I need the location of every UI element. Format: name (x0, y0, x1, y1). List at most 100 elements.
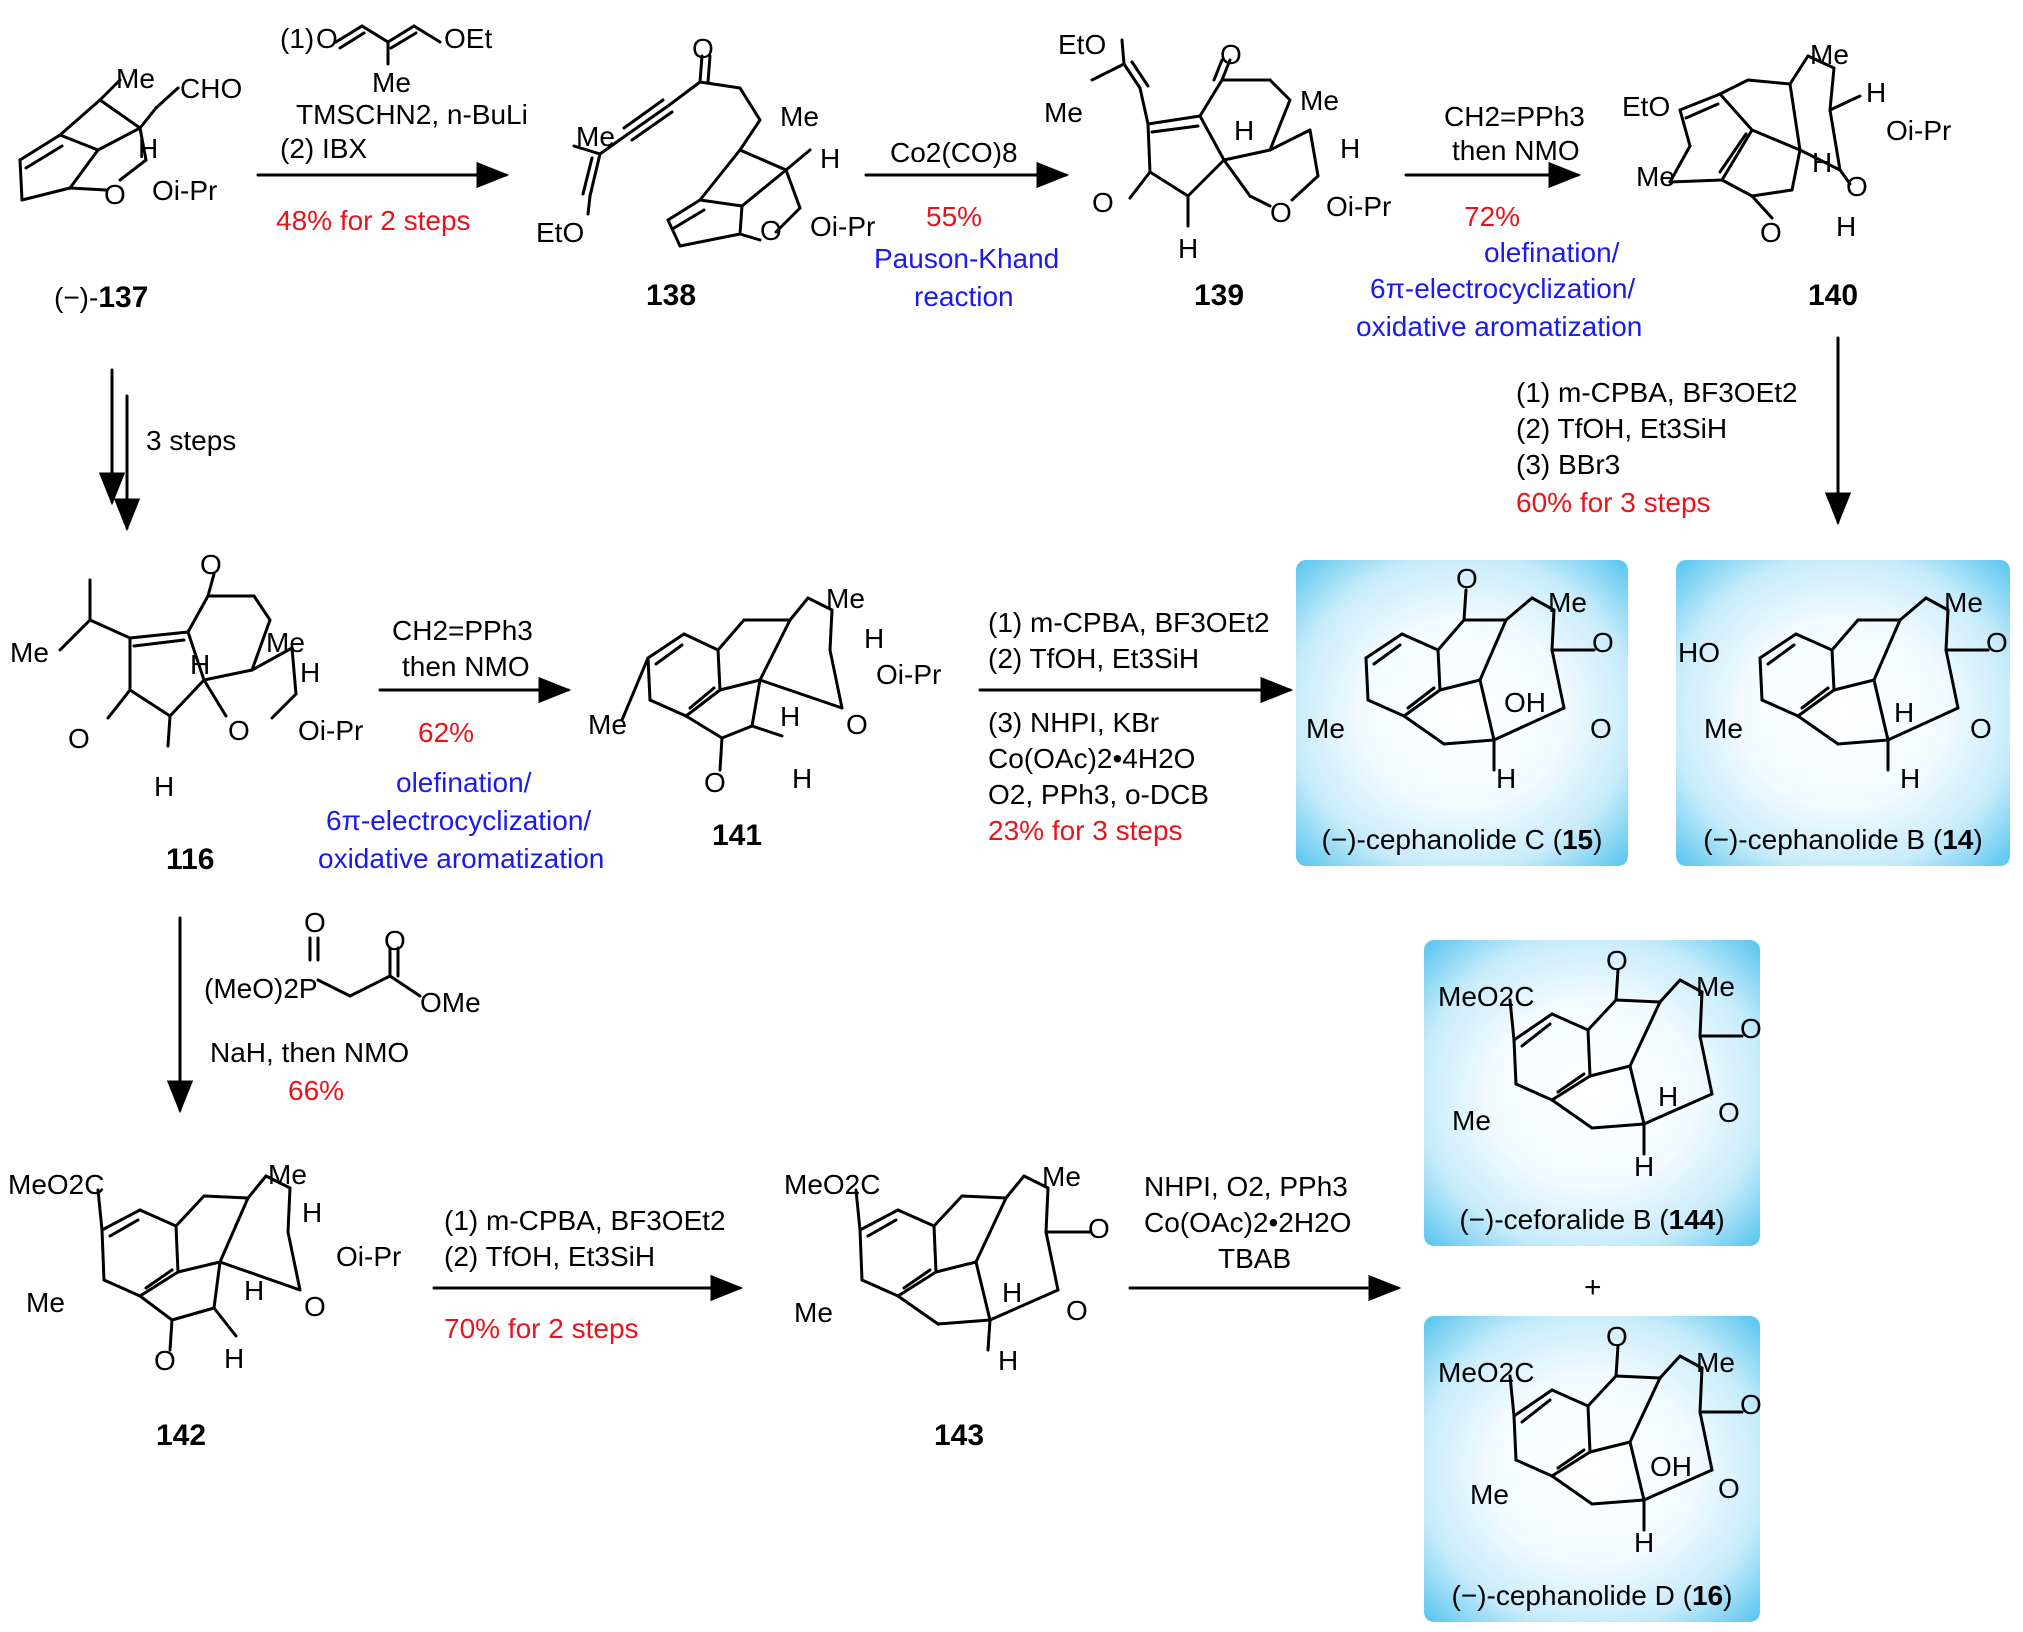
reagent-step-4-line-3: (3) BBr3 (1516, 449, 1621, 480)
atom-o: O (704, 767, 726, 798)
atom-h: H (792, 763, 813, 794)
atom-me: Me (588, 709, 627, 740)
reagent-step-7-line-1: (1) m-CPBA, BF3OEt2 (988, 607, 1270, 638)
atom-me: Me (576, 121, 615, 152)
atom-h: H (1836, 211, 1857, 242)
structure-142 (96, 1174, 302, 1352)
atom-meo2c: MeO2C (8, 1169, 105, 1200)
reagent-step-1-line-2: (2) IBX (280, 133, 368, 164)
atom-me: Me (826, 583, 865, 614)
atom-h: H (1002, 1277, 1023, 1308)
atom-me: Me (26, 1287, 65, 1318)
atom-o: O (760, 215, 782, 246)
atom-me: Me (1306, 713, 1345, 744)
atom-h: H (864, 623, 885, 654)
atom-me: Me (1548, 587, 1587, 618)
atom-o: O (1740, 1013, 1762, 1044)
atom-oipr: Oi-Pr (876, 659, 942, 690)
atom-h: H (998, 1345, 1019, 1376)
atom-ho: HO (1678, 637, 1720, 668)
atom-o: O (692, 33, 714, 64)
structure-138 (572, 54, 812, 248)
compound-label-139: 139 (1194, 279, 1245, 312)
reagent-step-10-line-3: TBAB (1218, 1243, 1292, 1274)
atom-o: O (1740, 1389, 1762, 1420)
atom-o: O (1456, 563, 1478, 594)
atom-me: Me (1452, 1105, 1491, 1136)
compound-label-142: 142 (156, 1419, 207, 1452)
atom-h: H (138, 133, 159, 164)
product-name-cephanolide-b: (−)-cephanolide B (14) (1703, 824, 1983, 855)
atom-me: Me (372, 67, 411, 98)
atom-h: H (154, 771, 175, 802)
structure-143 (854, 1174, 1092, 1352)
atom-h: H (820, 143, 841, 174)
atom-o: O (1846, 171, 1868, 202)
atom-eto: EtO (536, 217, 585, 248)
yield-step-9: 70% for 2 steps (444, 1313, 639, 1344)
atom-oh: OH (1504, 687, 1546, 718)
note-step-3-line-1: olefination/ (1484, 237, 1620, 268)
atom-o: O (200, 549, 222, 580)
structure-116 (58, 572, 298, 748)
atom-me: Me (10, 637, 49, 668)
reagent-step-10-line-1: NHPI, O2, PPh3 (1144, 1171, 1348, 1202)
compound-label-116: 116 (166, 843, 215, 876)
atom-h: H (1496, 763, 1517, 794)
phosphonate-reagent-structure (308, 936, 422, 998)
structure-15 (1364, 588, 1596, 772)
atom-h: H (190, 649, 211, 680)
compound-label-143: 143 (934, 1419, 985, 1452)
atom-h: H (1894, 697, 1915, 728)
atom-oipr: Oi-Pr (152, 175, 218, 206)
product-box-cephanolide-d: (−)-cephanolide D (16) (1424, 1316, 1760, 1622)
atom-o: O (1270, 197, 1292, 228)
reagent-step-8-phosphonate: (MeO)2P (204, 973, 318, 1004)
product-name-cephanolide-c: (−)-cephanolide C (15) (1321, 824, 1603, 855)
product-box-cephanolide-c: (−)-cephanolide C (15) (1296, 560, 1628, 866)
reagent-step-4-line-1: (1) m-CPBA, BF3OEt2 (1516, 377, 1798, 408)
atom-oipr: Oi-Pr (1886, 115, 1952, 146)
yield-step-8: 66% (288, 1075, 345, 1106)
atom-me: Me (266, 627, 305, 658)
atom-h: H (1658, 1081, 1679, 1112)
note-step-3-line-3: oxidative aromatization (1356, 311, 1643, 342)
product-box-cephanolide-b: (−)-cephanolide B (14) (1676, 560, 2010, 866)
reagent-step-7-line-2: (2) TfOH, Et3SiH (988, 643, 1200, 674)
atom-o: O (1760, 217, 1782, 248)
note-step-6-line-3: oxidative aromatization (318, 843, 605, 874)
atom-me: Me (780, 101, 819, 132)
yield-step-6: 62% (418, 717, 475, 748)
reagent-step-7-line-3: (3) NHPI, KBr (988, 707, 1160, 738)
reagent-step-8-o: O (384, 925, 406, 956)
compound-label-140: 140 (1808, 279, 1859, 312)
structure-14 (1758, 596, 1990, 772)
atom-h: H (1812, 147, 1833, 178)
reagent-step-8-line-1: NaH, then NMO (210, 1037, 410, 1068)
plus-sign: + (1584, 1271, 1602, 1304)
atom-o: O (1986, 627, 2008, 658)
reagent-step-8-ome: OMe (420, 987, 481, 1018)
atom-me: Me (116, 63, 155, 94)
atom-o: O (1220, 39, 1242, 70)
atom-me: Me (1696, 971, 1735, 1002)
compound-label-137: (−)-137 (54, 281, 149, 314)
compound-label-138: 138 (646, 279, 697, 312)
note-step-6-line-1: olefination/ (396, 767, 532, 798)
atom-h: H (1634, 1151, 1655, 1182)
compound-label-141: 141 (712, 819, 763, 852)
yield-step-2: 55% (926, 201, 983, 232)
atom-o: O (1066, 1295, 1088, 1326)
structure-139 (1090, 38, 1320, 228)
atom-me: Me (1704, 713, 1743, 744)
structure-140 (1668, 54, 1862, 220)
atom-o: O (104, 179, 126, 210)
structure-137 (18, 78, 180, 202)
note-step-3-line-2: 6π-electrocyclization/ (1370, 273, 1636, 304)
atom-h: H (300, 657, 321, 688)
note-step-2-line-2: reaction (914, 281, 1014, 312)
yield-step-1: 48% for 2 steps (276, 205, 471, 236)
atom-o: O (846, 709, 868, 740)
atom-h: H (780, 701, 801, 732)
